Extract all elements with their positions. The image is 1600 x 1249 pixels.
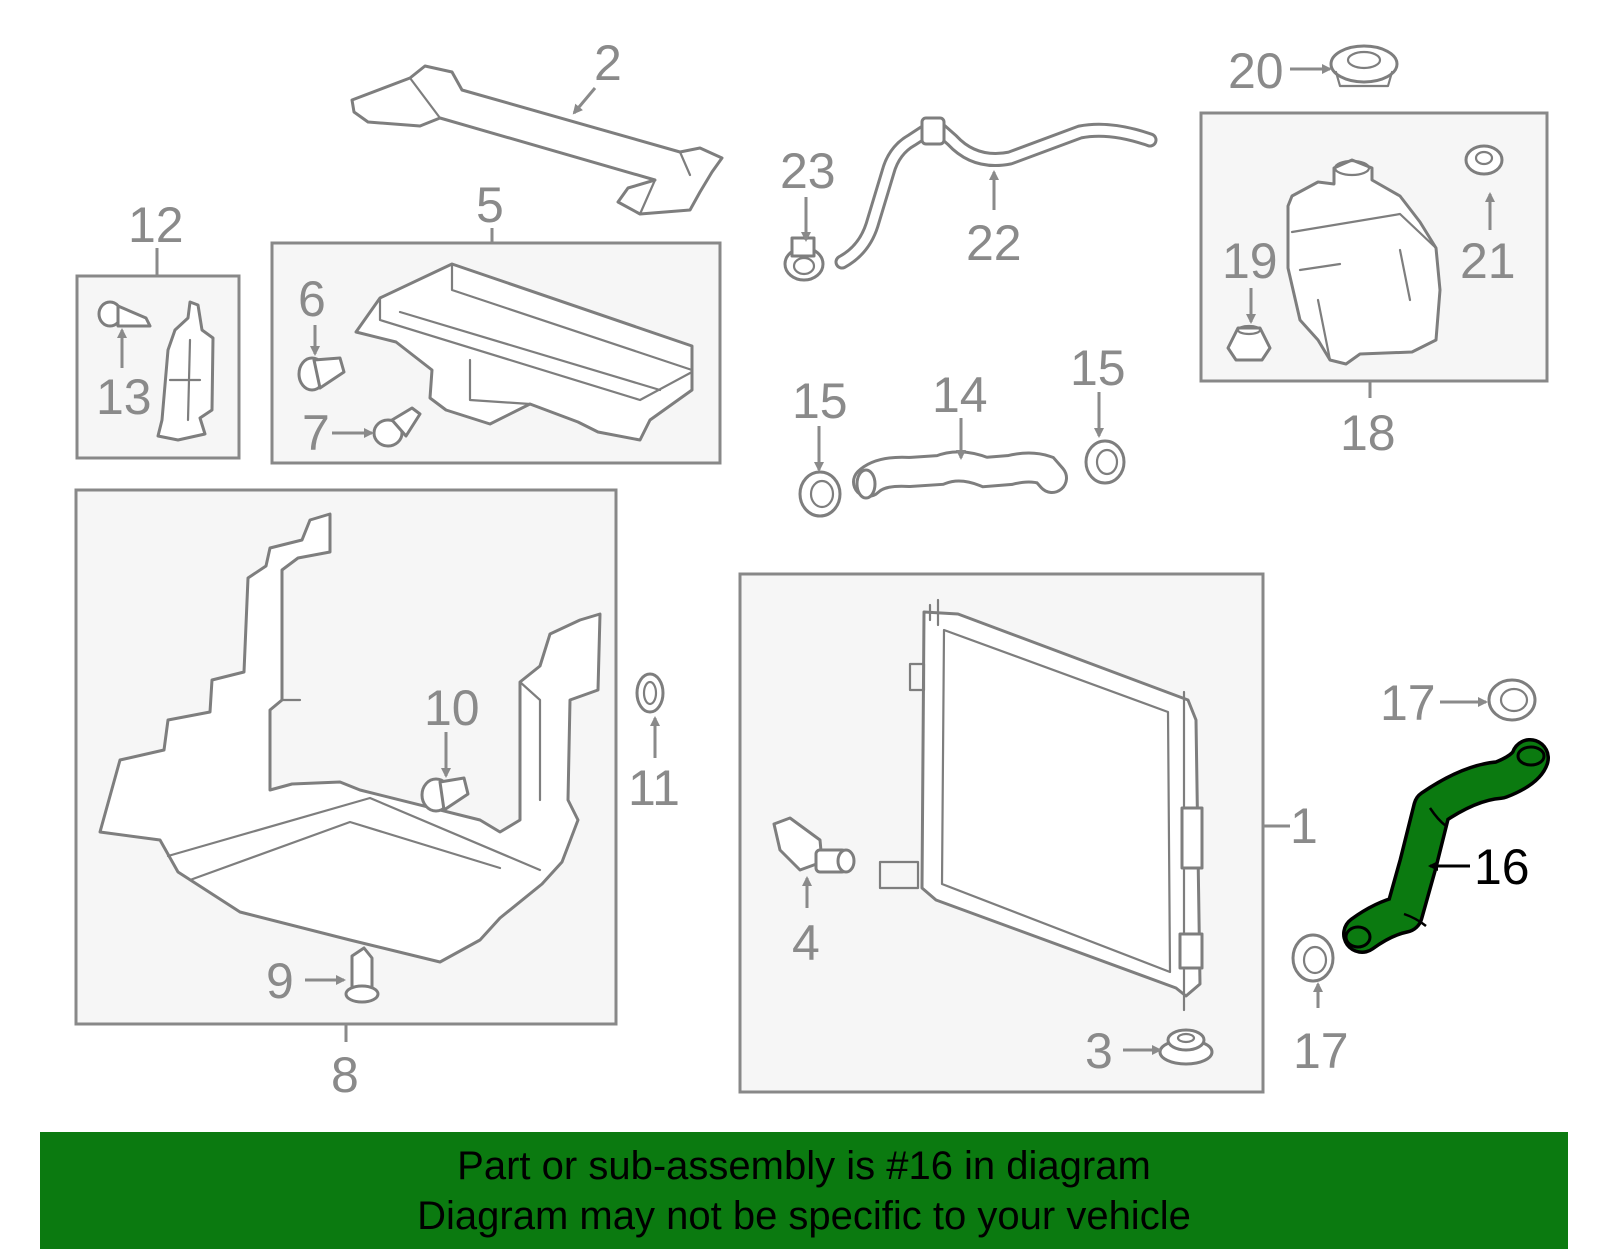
part-14-hose — [852, 450, 1068, 500]
callout-2: 2 — [594, 35, 622, 91]
info-banner: Part or sub-assembly is #16 in diagram D… — [40, 1132, 1568, 1249]
part-3-grommet — [1158, 1028, 1214, 1066]
callout-18: 18 — [1340, 405, 1396, 461]
part-17-clamp-bottom — [1291, 933, 1335, 983]
callout-13: 13 — [96, 369, 152, 425]
part-6-pin — [297, 356, 346, 392]
callout-15-right: 15 — [1070, 340, 1126, 396]
part-2-support-bar — [350, 64, 724, 216]
part-1-radiator — [878, 598, 1204, 1012]
banner-line-2: Diagram may not be specific to your vehi… — [417, 1194, 1191, 1238]
callout-4: 4 — [792, 915, 820, 971]
callout-12: 12 — [128, 197, 184, 253]
part-5-air-deflector — [354, 262, 694, 442]
part-17-clamp-top — [1487, 678, 1537, 722]
callout-11: 11 — [628, 760, 680, 816]
part-20-cap — [1329, 44, 1399, 88]
part-21-cap — [1464, 144, 1504, 176]
part-9-bolt — [344, 946, 380, 1004]
callout-16: 16 — [1474, 839, 1530, 895]
part-16-radiator-hose — [1342, 738, 1550, 954]
leader-lines — [117, 64, 1495, 1055]
callout-5: 5 — [476, 177, 504, 233]
part-15-clamp-right — [1084, 439, 1126, 485]
callout-23: 23 — [780, 143, 836, 199]
part-22-hose — [834, 116, 1158, 270]
part-11-seal — [635, 672, 665, 714]
callout-17-top: 17 — [1380, 675, 1436, 731]
callout-21: 21 — [1460, 233, 1516, 289]
part-15-clamp-left — [798, 470, 842, 518]
part-23-clamp — [783, 236, 825, 282]
callout-10: 10 — [424, 680, 480, 736]
part-12-bracket — [156, 300, 215, 442]
callout-17-bottom: 17 — [1293, 1023, 1349, 1079]
callout-22: 22 — [966, 215, 1022, 271]
callout-6: 6 — [298, 271, 326, 327]
part-13-bolt — [97, 300, 152, 328]
callout-1: 1 — [1290, 798, 1318, 854]
callout-14: 14 — [932, 367, 988, 423]
part-4-sensor — [772, 816, 856, 874]
part-19-grommet — [1226, 324, 1272, 362]
part-18-reservoir — [1286, 158, 1442, 366]
callout-3: 3 — [1085, 1023, 1113, 1079]
part-10-pin — [420, 776, 470, 813]
callout-9: 9 — [266, 953, 294, 1009]
part-7-rivet — [372, 406, 422, 448]
callout-15-left: 15 — [792, 373, 848, 429]
callout-20: 20 — [1228, 43, 1284, 99]
banner-line-1: Part or sub-assembly is #16 in diagram — [457, 1144, 1151, 1188]
part-8-splash-shield — [98, 512, 602, 964]
callout-8: 8 — [331, 1047, 359, 1103]
callout-7: 7 — [302, 405, 330, 461]
callout-19: 19 — [1222, 233, 1278, 289]
parts-diagram: 1 2 3 4 5 6 7 8 9 10 11 12 13 14 15 15 1… — [74, 35, 1550, 1103]
